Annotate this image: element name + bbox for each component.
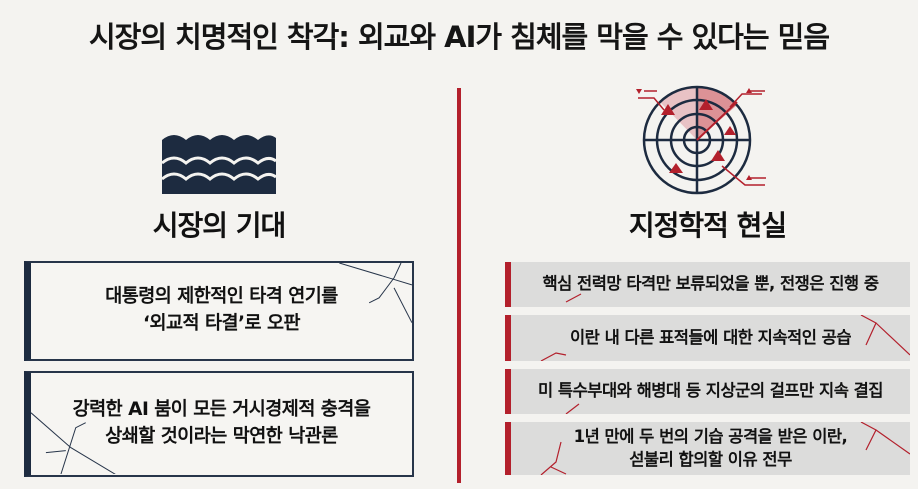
reality-card: 이란 내 다른 표적들에 대한 지속적인 공습 xyxy=(505,315,910,361)
reality-text: 이란 내 다른 표적들에 대한 지속적인 공습 xyxy=(569,327,852,347)
crack-decoration xyxy=(540,422,910,475)
reality-text: 1년 만에 두 번의 기습 공격을 받은 이란, 섣불리 합의할 이유 전무 xyxy=(573,427,848,469)
divider xyxy=(457,88,461,483)
expectation-text: 대통령의 제한적인 타격 연기를 ‘외교적 타결’로 오판 xyxy=(105,286,338,334)
reality-card: 1년 만에 두 번의 기습 공격을 받은 이란, 섣불리 합의할 이유 전무 xyxy=(505,422,910,475)
expectation-card: 강력한 AI 붐이 모든 거시경제적 충격을 상쇄할 것이라는 막연한 낙관론 xyxy=(24,371,414,477)
crack-decoration xyxy=(565,293,582,303)
radar-icon xyxy=(636,85,766,195)
reality-card: 핵심 전력망 타격만 보류되었을 뿐, 전쟁은 진행 중 xyxy=(505,262,910,307)
crack-decoration xyxy=(339,263,412,323)
waves-icon xyxy=(161,135,277,194)
crack-decoration xyxy=(565,403,580,414)
expectation-text: 강력한 AI 붐이 모든 거시경제적 충격을 상쇄할 것이라는 막연한 낙관론 xyxy=(72,399,371,447)
expectation-card: 대통령의 제한적인 타격 연기를 ‘외교적 타결’로 오판 xyxy=(24,261,414,361)
crack-decoration xyxy=(540,315,910,361)
page-title: 시장의 치명적인 착각: 외교와 AI가 침체를 막을 수 있다는 믿음 xyxy=(88,20,830,54)
reality-text: 핵심 전력망 타격만 보류되었을 뿐, 전쟁은 진행 중 xyxy=(542,274,879,294)
reality-text: 미 특수부대와 해병대 등 지상군의 걸프만 지속 결집 xyxy=(538,381,884,401)
reality-card: 미 특수부대와 해병대 등 지상군의 걸프만 지속 결집 xyxy=(505,369,910,414)
right-heading: 지정학적 현실 xyxy=(628,209,787,242)
left-heading: 시장의 기대 xyxy=(152,209,287,242)
crack-decoration xyxy=(31,412,116,475)
